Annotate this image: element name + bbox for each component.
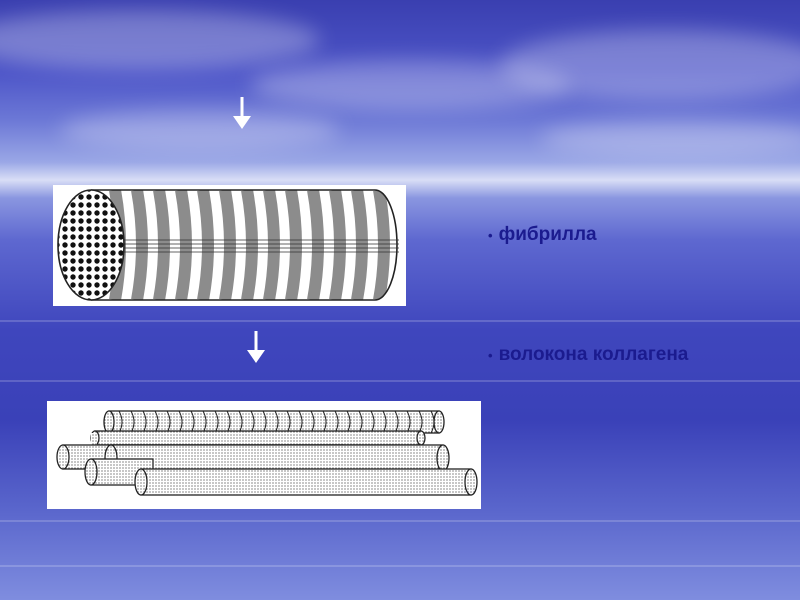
water-shimmer [0, 565, 800, 567]
bullet-icon: • [488, 348, 493, 363]
fibril-label-text: фибрилла [499, 224, 597, 246]
water-shimmer [0, 320, 800, 322]
fibril-label: • фибрилла [488, 222, 597, 248]
fibers-label: • волокона коллагена [488, 342, 688, 368]
fibers-label-text: волокона коллагена [499, 344, 689, 366]
water-shimmer [0, 520, 800, 522]
cloud [540, 120, 800, 156]
water-shimmer [0, 380, 800, 382]
collagen-fibers-illustration [47, 401, 481, 509]
cloud [60, 110, 340, 150]
down-arrow-icon [244, 331, 268, 365]
cloud [0, 10, 320, 70]
fibril-illustration [53, 185, 406, 306]
bullet-icon: • [488, 228, 493, 243]
down-arrow-icon [230, 97, 254, 131]
